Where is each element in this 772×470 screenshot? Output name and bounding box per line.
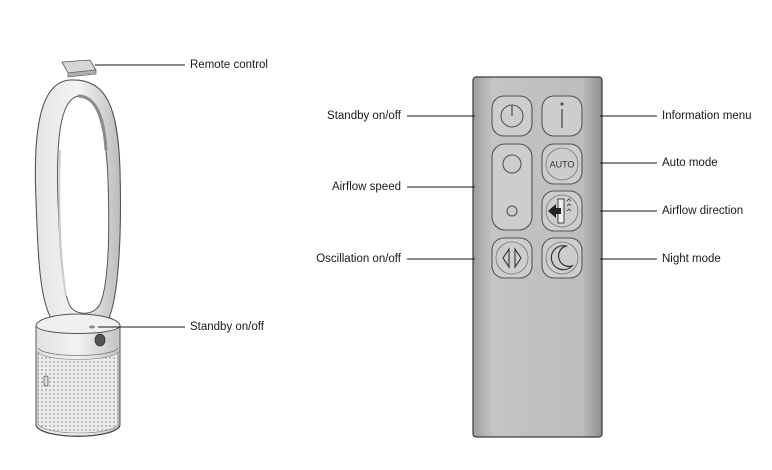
- label-remote-standby: Standby on/off: [327, 110, 401, 122]
- speed-up-icon: [502, 154, 522, 174]
- speed-down-icon: [506, 205, 518, 217]
- remote-standby-button[interactable]: [491, 95, 533, 137]
- oscillation-icon: [502, 247, 522, 269]
- remote-oscillation-button[interactable]: [491, 237, 533, 279]
- remote-airflow-speed-rocker[interactable]: [491, 143, 533, 231]
- label-night-mode: Night mode: [662, 253, 721, 265]
- remote-info-button[interactable]: [541, 95, 583, 137]
- label-oscillation: Oscillation on/off: [316, 253, 401, 265]
- remote-control: AUTO: [472, 76, 603, 438]
- info-icon: [560, 102, 564, 106]
- label-remote-control: Remote control: [190, 59, 268, 71]
- label-auto-mode: Auto mode: [662, 157, 718, 169]
- fan-illustration: [34, 59, 122, 437]
- label-information-menu: Information menu: [662, 110, 752, 122]
- remote-airflow-direction-button[interactable]: [541, 190, 583, 232]
- airflow-direction-icon: [548, 198, 572, 224]
- fan-loop: [34, 79, 122, 331]
- fan-base: [35, 313, 121, 437]
- remote-night-mode-button[interactable]: [541, 237, 583, 279]
- fan-standby-indicator: [89, 325, 95, 329]
- remote-auto-button[interactable]: AUTO: [541, 143, 583, 185]
- label-airflow-direction: Airflow direction: [662, 205, 744, 217]
- label-fan-standby: Standby on/off: [190, 321, 264, 333]
- moon-icon: [550, 245, 575, 271]
- auto-button-label: AUTO: [550, 160, 575, 170]
- label-airflow-speed: Airflow speed: [331, 181, 401, 193]
- fan-remote-on-top: [61, 59, 97, 78]
